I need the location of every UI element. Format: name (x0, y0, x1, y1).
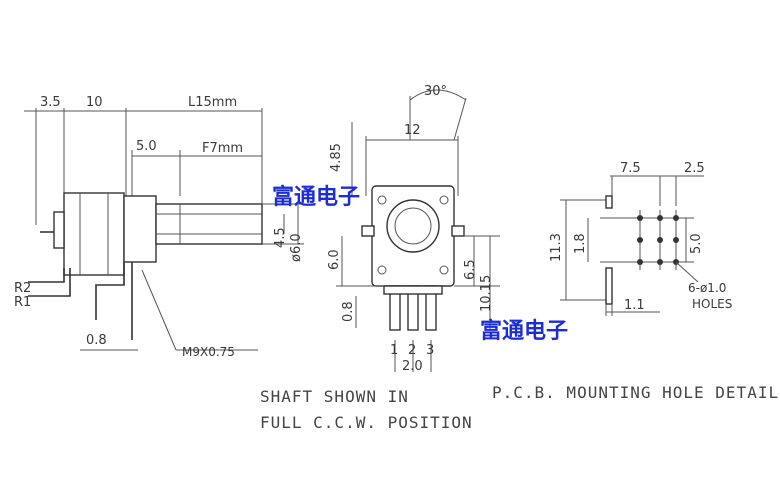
dim-11-3: 11.3 (549, 233, 564, 262)
dim-4-85: 4.85 (329, 143, 344, 172)
note-shaft-line1: SHAFT SHOWN IN (260, 387, 409, 406)
dim-3-5: 3.5 (40, 95, 61, 110)
note-pcb-title: P.C.B. MOUNTING HOLE DETAIL (492, 383, 779, 402)
watermark-bottom: 富通电子 (480, 318, 568, 344)
note-shaft-line2: FULL C.C.W. POSITION (260, 413, 473, 432)
dim-7-5: 7.5 (620, 161, 641, 176)
pcb-detail: 7.5 2.5 11.3 1.8 5.0 1.1 6-ø1.0 HOLES (549, 161, 732, 316)
front-view: 30° 4.85 12 6.0 0.8 6.5 10.15 1 2 3 2.0 (327, 84, 500, 374)
dim-pin-0-8: 0.8 (341, 301, 356, 322)
dim-5-0: 5.0 (136, 139, 157, 154)
pot-body (63, 192, 125, 276)
dim-1-1: 1.1 (624, 298, 645, 313)
dim-5-0-pcb: 5.0 (689, 233, 704, 254)
pin-number-2: 2 (408, 343, 416, 358)
bushing (123, 195, 157, 263)
dim-12: 12 (404, 123, 421, 138)
dim-2-5: 2.5 (684, 161, 705, 176)
dim-10: 10 (86, 95, 103, 110)
thread-label: M9X0.75 (182, 345, 235, 359)
dim-6-0: 6.0 (327, 249, 342, 270)
holes-label: HOLES (692, 297, 732, 311)
holes-count: 6-ø1.0 (688, 281, 726, 295)
dim-4-5: 4.5 (273, 227, 288, 248)
angle-label: 30° (424, 84, 447, 99)
pin-number-3: 3 (426, 343, 434, 358)
dim-0-8: 0.8 (86, 333, 107, 348)
pin-number-1: 1 (390, 343, 398, 358)
dim-length-label: L15mm (188, 95, 237, 110)
pin-label-r1: R1 (14, 295, 31, 310)
dim-1-8: 1.8 (573, 233, 588, 254)
side-view: 3.5 10 L15mm 5.0 F7mm 4.5 ø6.0 0.8 R2 R1… (14, 95, 304, 359)
dim-10-15: 10.15 (479, 275, 494, 312)
dim-flat-label: F7mm (202, 141, 243, 156)
pin-label-r2: R2 (14, 281, 31, 296)
dim-6-5: 6.5 (463, 259, 478, 280)
dim-dia-6: ø6.0 (289, 233, 304, 262)
dim-pitch: 2.0 (402, 359, 423, 374)
shaft (155, 203, 263, 245)
watermark-top: 富通电子 (272, 184, 360, 210)
